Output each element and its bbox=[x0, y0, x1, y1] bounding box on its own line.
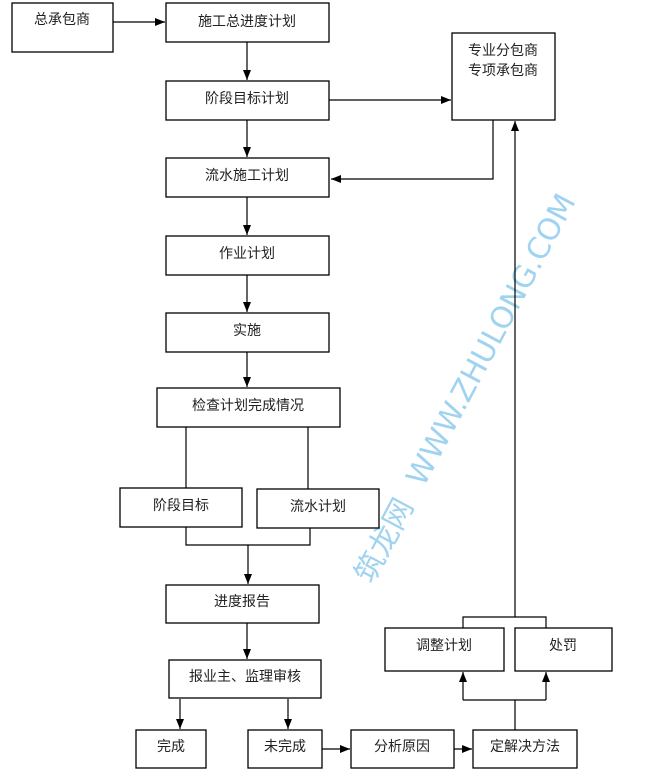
svg-text:进度报告: 进度报告 bbox=[214, 594, 270, 610]
node-flow-construction-plan: 流水施工计划 bbox=[165, 157, 330, 198]
svg-text:施工总进度计划: 施工总进度计划 bbox=[198, 14, 296, 30]
svg-text:定解决方法: 定解决方法 bbox=[490, 739, 560, 755]
svg-text:流水施工计划: 流水施工计划 bbox=[205, 168, 289, 184]
node-adjust-plan: 调整计划 bbox=[384, 627, 505, 672]
svg-text:处罚: 处罚 bbox=[549, 638, 577, 654]
svg-text:专业分包商: 专业分包商 bbox=[468, 43, 538, 59]
node-general-contractor: 总承包商 bbox=[11, 2, 114, 53]
node-progress-report: 进度报告 bbox=[165, 584, 320, 624]
node-analyze-cause: 分析原因 bbox=[350, 729, 455, 769]
node-stage-target: 阶段目标 bbox=[119, 487, 243, 528]
node-master-schedule: 施工总进度计划 bbox=[165, 2, 330, 43]
merge-line bbox=[185, 527, 311, 546]
node-report-owner-supervisor: 报业主、监理审核 bbox=[168, 659, 322, 699]
svg-text:阶段目标计划: 阶段目标计划 bbox=[205, 91, 289, 107]
svg-text:总承包商: 总承包商 bbox=[34, 12, 90, 28]
node-determine-solution: 定解决方法 bbox=[472, 729, 578, 769]
svg-text:报业主、监理审核: 报业主、监理审核 bbox=[189, 669, 301, 685]
node-implementation: 实施 bbox=[165, 312, 330, 353]
connectors bbox=[113, 18, 550, 753]
node-flow-plan: 流水计划 bbox=[256, 488, 380, 529]
svg-text:调整计划: 调整计划 bbox=[416, 638, 472, 654]
node-penalty: 处罚 bbox=[514, 627, 613, 672]
node-subcontractor: 专业分包商 专项承包商 bbox=[451, 32, 556, 121]
node-not-completed: 未完成 bbox=[247, 729, 323, 769]
svg-text:专项承包商: 专项承包商 bbox=[468, 63, 538, 79]
node-completed: 完成 bbox=[135, 729, 207, 769]
merge-adjust-penalty bbox=[462, 616, 547, 628]
watermark: 筑龙网 WWW.ZHULONG.COM bbox=[348, 188, 583, 589]
svg-text:作业计划: 作业计划 bbox=[219, 246, 275, 262]
svg-text:分析原因: 分析原因 bbox=[374, 739, 430, 755]
svg-text:检查计划完成情况: 检查计划完成情况 bbox=[192, 398, 304, 414]
node-check-completion: 检查计划完成情况 bbox=[156, 387, 341, 428]
node-stage-target-plan: 阶段目标计划 bbox=[165, 80, 330, 121]
svg-text:流水计划: 流水计划 bbox=[290, 499, 346, 515]
svg-text:阶段目标: 阶段目标 bbox=[153, 498, 209, 514]
svg-text:完成: 完成 bbox=[157, 739, 185, 755]
node-work-plan: 作业计划 bbox=[165, 235, 330, 276]
svg-text:WWW.ZHULONG.COM: WWW.ZHULONG.COM bbox=[400, 188, 584, 491]
svg-text:未完成: 未完成 bbox=[264, 739, 306, 755]
svg-text:实施: 实施 bbox=[233, 323, 261, 339]
arrow-sub-to-flow bbox=[331, 120, 494, 183]
